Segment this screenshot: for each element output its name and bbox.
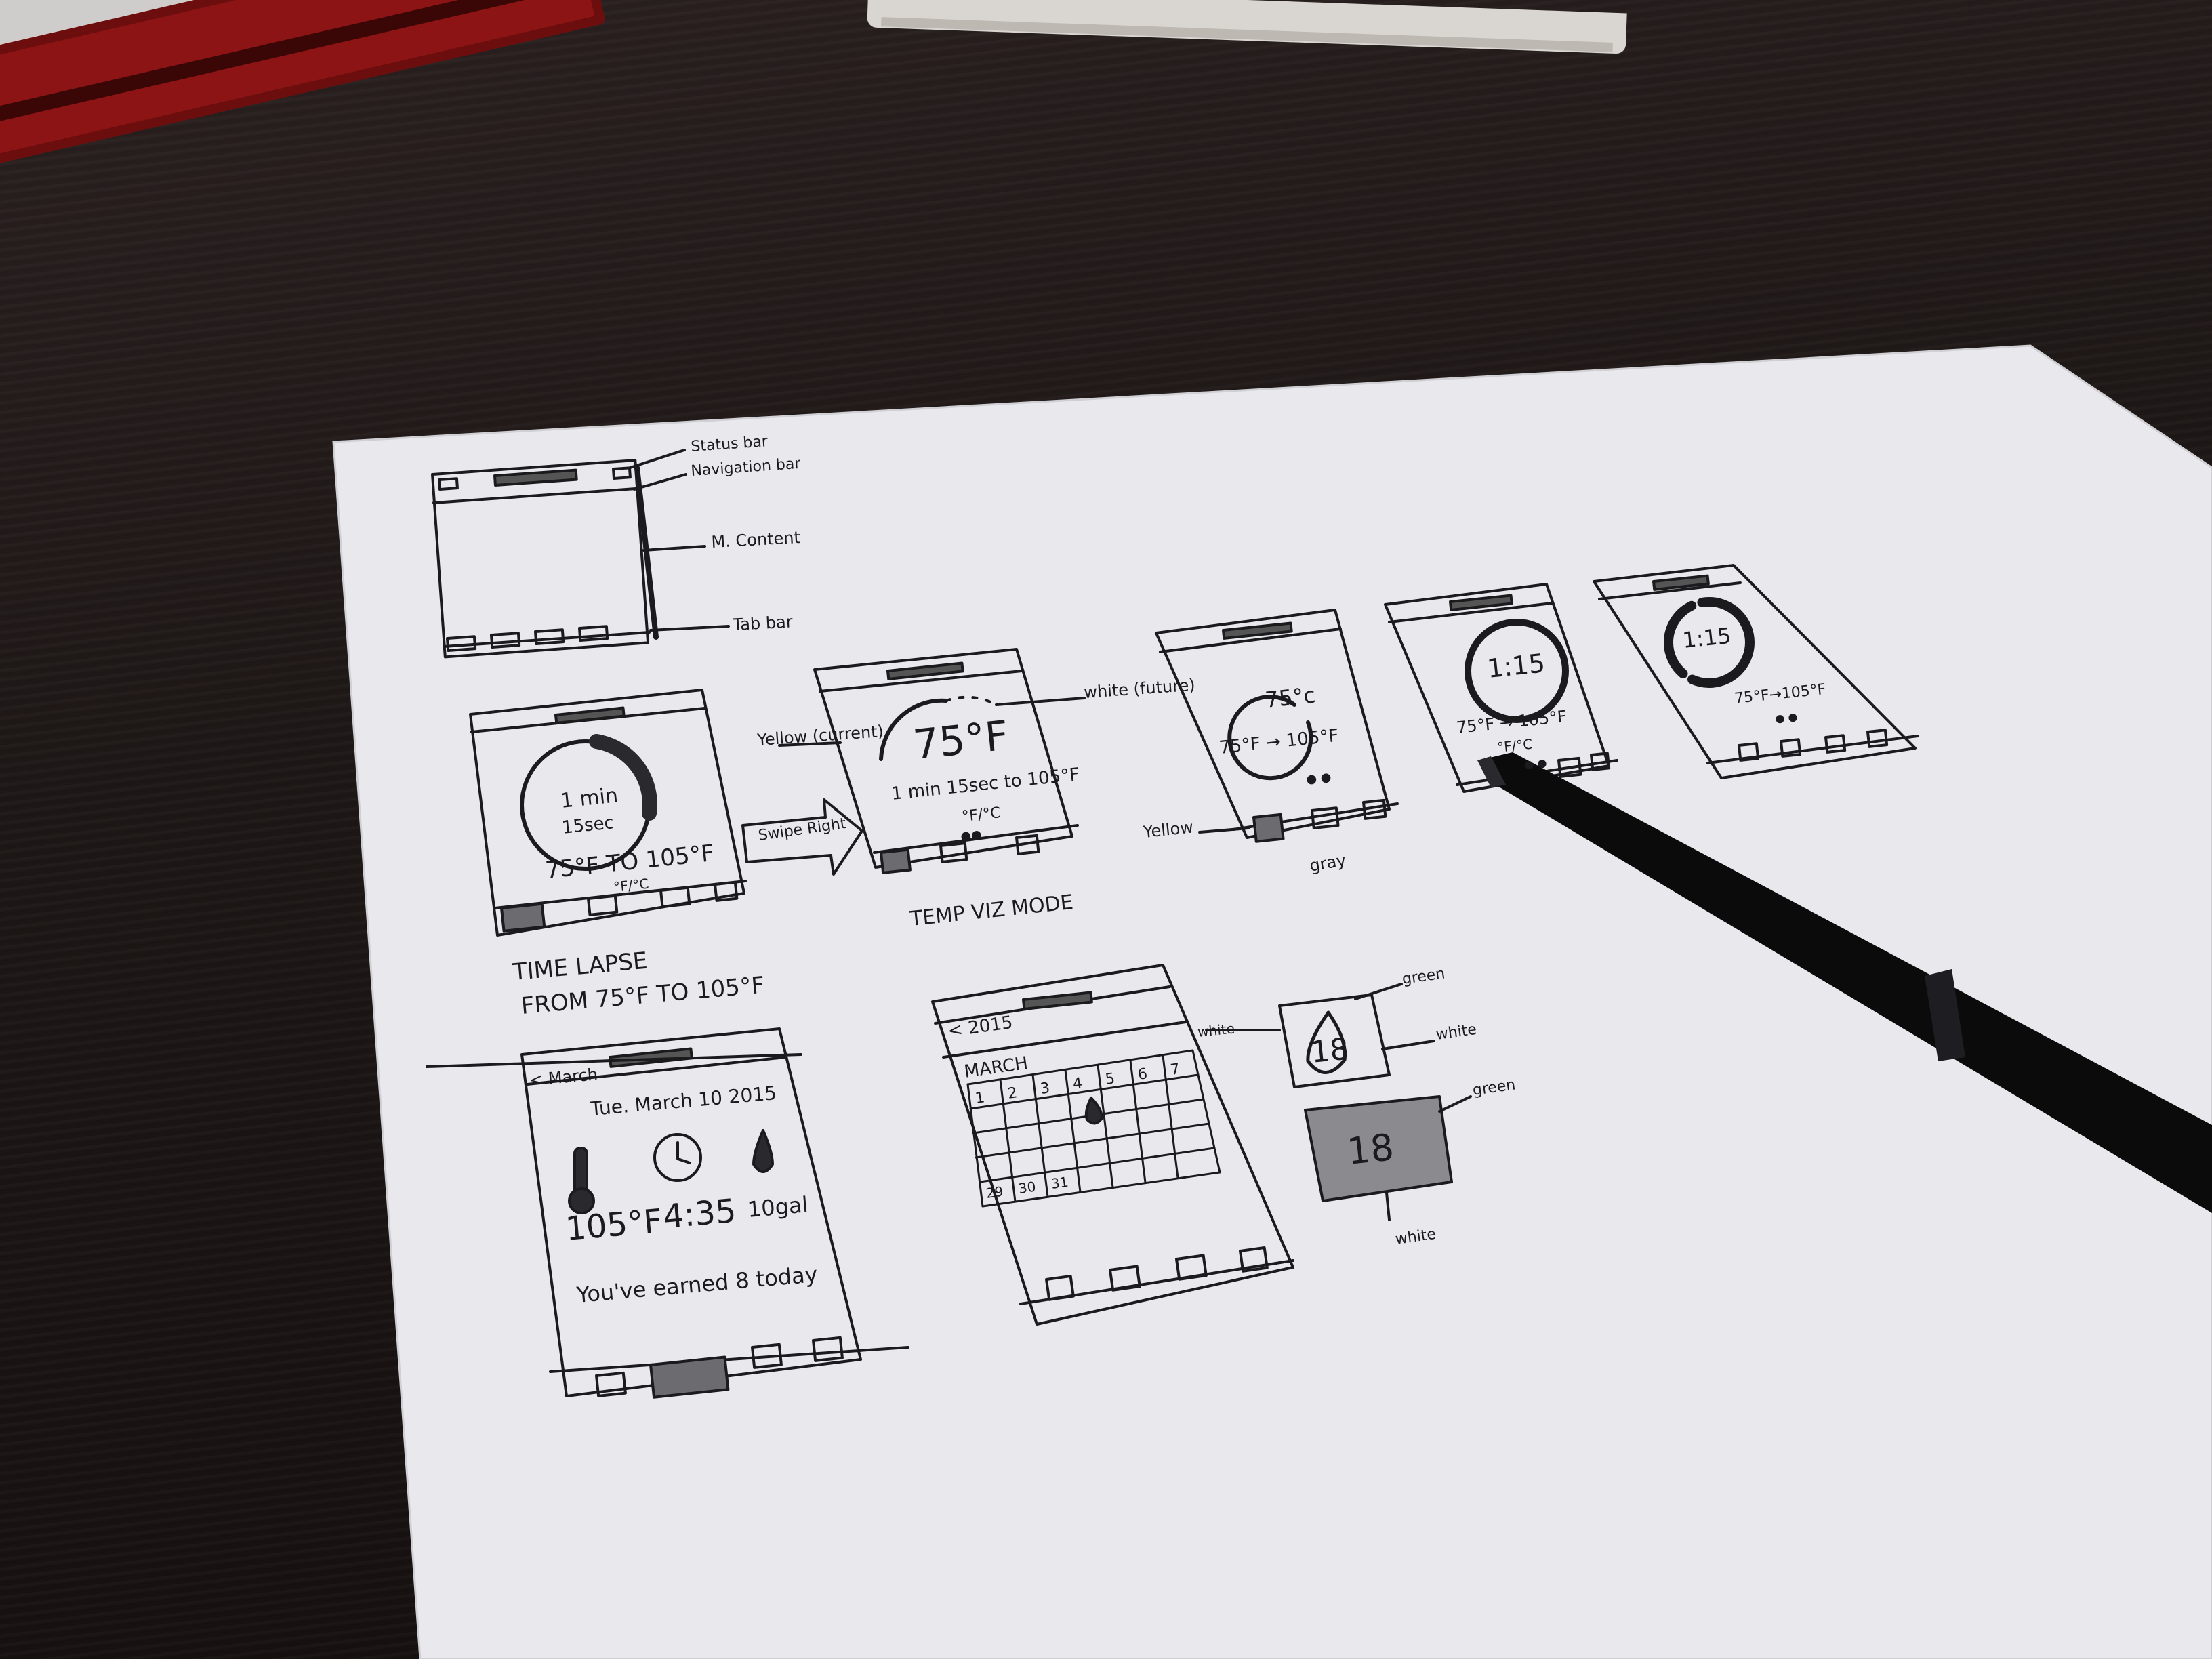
screen-d-unit: °F/°C [1496,736,1533,756]
calendar-grid [966,1049,1221,1208]
water-drop-icon [752,1129,774,1173]
badge-left-white: white [1197,1020,1235,1040]
badge-square-number: 18 [1345,1126,1396,1173]
screen-g-day-30: 30 [1017,1179,1037,1197]
screen-g-day-2: 2 [1006,1084,1018,1103]
screen-timer-alt [1593,564,1919,779]
screen-g-day-3: 3 [1039,1080,1050,1098]
screen-c-dots: ● ● [1305,770,1332,787]
screen-b-dots: ●● [960,827,982,844]
screen-f-time: 4:35 [661,1192,737,1236]
wireframe-template [431,449,730,659]
screen-g-day-5: 5 [1104,1070,1115,1088]
screen-b-temp: 75°F [911,712,1010,769]
swipe-arrow [741,798,863,876]
screen-g-day-1: 1 [974,1089,985,1107]
screen-time-lapse [469,689,747,937]
label-main-content: M. Content [711,528,801,552]
screen-d-time: 1:15 [1486,648,1546,684]
badge-square [1304,1095,1472,1221]
screen-calendar [931,964,1294,1326]
screen-g-day-4: 4 [1071,1075,1083,1093]
paper-sheet [333,346,2212,1659]
clock-icon [653,1133,702,1182]
screen-g-day-7: 7 [1169,1061,1181,1079]
screen-daily-summary [426,1027,909,1399]
screen-a-unit: °F/°C [613,876,649,895]
screen-g-day-6: 6 [1136,1065,1148,1084]
pen [1477,752,2212,1213]
screen-f-water: 10gal [746,1191,809,1223]
screen-b-unit: °F/°C [961,804,1002,825]
screen-g-day-31: 31 [1050,1174,1069,1192]
screen-c-temp: 75°c [1264,682,1317,713]
screen-temp-ring [1155,609,1399,843]
label-tab-bar: Tab bar [732,612,794,634]
screen-temp-viz [778,648,1086,874]
badge-drop [1205,983,1435,1088]
screen-e-dots: ● ● [1774,710,1798,725]
badge-drop-number: 18 [1309,1031,1351,1070]
screen-timer-ring [1384,583,1618,793]
screen-e-time: 1:15 [1681,623,1732,653]
screen-d-dots: ● ● [1523,756,1547,771]
screen-g-day-29: 29 [985,1183,1004,1202]
screen-f-temp: 105°F [564,1202,664,1248]
